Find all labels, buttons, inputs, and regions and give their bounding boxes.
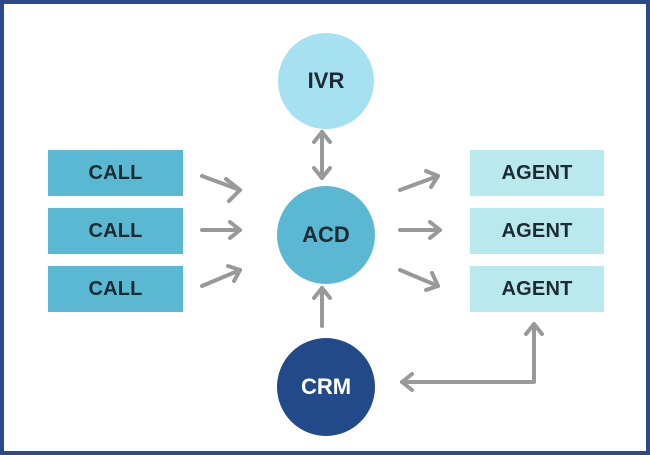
arrow-crm-to-acd (312, 286, 332, 328)
agent-box-1: AGENT (470, 150, 604, 196)
ivr-node: IVR (278, 33, 374, 129)
call-box-3: CALL (48, 266, 183, 312)
arrow-call2-to-acd (200, 220, 242, 240)
arrow-call3-to-acd (200, 264, 242, 288)
arrow-acd-to-agent2 (398, 220, 442, 240)
crm-node: CRM (277, 338, 375, 436)
arrow-acd-to-agent1 (398, 169, 440, 192)
agent-box-3: AGENT (470, 266, 604, 312)
connector-arrows (200, 130, 544, 392)
acd-node: ACD (277, 186, 375, 284)
call-box-2: CALL (48, 208, 183, 254)
arrow-agent-to-crm (400, 322, 544, 392)
call-box-1: CALL (48, 150, 183, 196)
arrow-acd-to-agent3 (398, 268, 440, 292)
arrow-call1-to-acd (200, 174, 242, 203)
agent-box-2: AGENT (470, 208, 604, 254)
arrow-ivr-acd-bidirectional (312, 130, 332, 180)
